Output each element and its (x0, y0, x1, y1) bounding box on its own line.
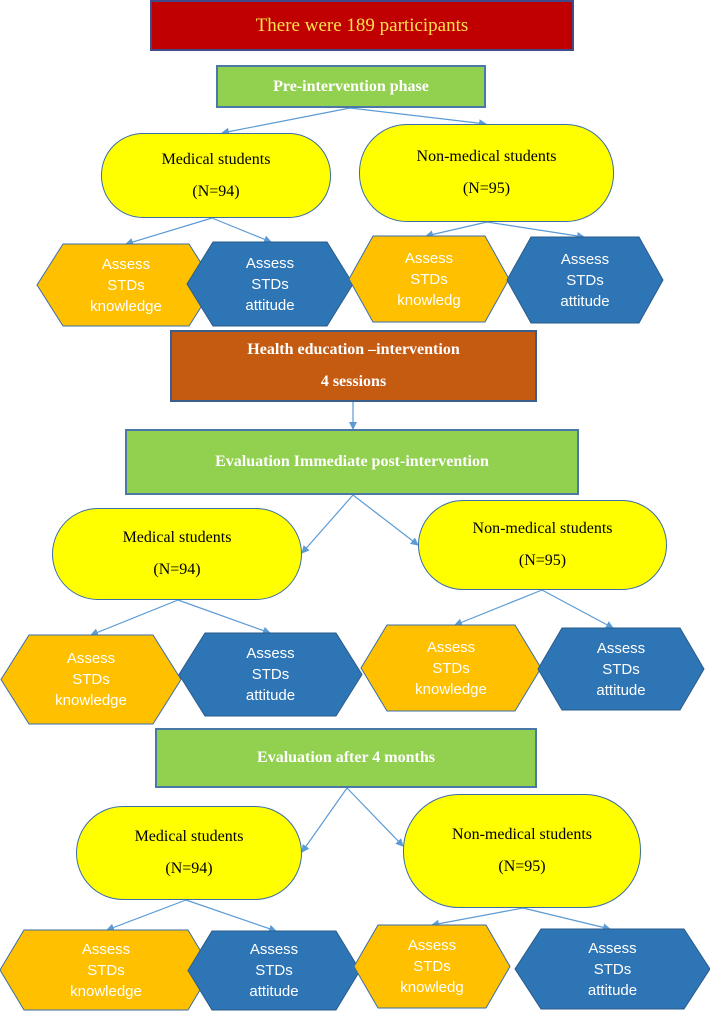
arrow-followup-to-medical (301, 787, 348, 853)
knowledge-label: knowledge (415, 680, 487, 698)
arrow-medical2-to-knowledge (90, 599, 179, 637)
assess-label: Assess (249, 941, 299, 958)
arrow-nonmedical2-to-attitude (541, 589, 614, 629)
pre-medical-students-box: Medical students (N=94) (101, 133, 331, 218)
stds-label: STDs (602, 660, 640, 678)
intervention-title: Health education –intervention (247, 341, 460, 358)
assess-label: Assess (407, 937, 457, 954)
assess-label: Assess (596, 639, 646, 657)
stds-label: STDs (251, 275, 289, 293)
post-nonmedical-knowledge-hexagon: Assess STDs knowledge (360, 624, 542, 712)
knowledge-label: knowledg (397, 291, 461, 309)
knowledge-label: knowledge (55, 692, 127, 709)
followup-phase-box: Evaluation after 4 months (155, 728, 537, 788)
attitude-label: attitude (249, 983, 299, 1000)
stds-label: STDs (413, 958, 451, 975)
assess-label: Assess (246, 645, 295, 662)
group-name: Medical students (161, 150, 271, 168)
assess-label: Assess (426, 638, 476, 656)
arrow-medical3-to-knowledge (106, 899, 187, 932)
intervention-sessions: 4 sessions (320, 373, 387, 390)
post-medical-knowledge-hexagon: Assess STDs knowledge (0, 634, 182, 725)
participants-title-box: There were 189 participants (150, 0, 574, 51)
arrow-post-to-medical (301, 494, 354, 554)
health-education-intervention-box: Health education –intervention 4 session… (170, 330, 537, 402)
followup-medical-students-box: Medical students (N=94) (76, 806, 302, 900)
followup-label: Evaluation after 4 months (257, 749, 435, 766)
pre-nonmedical-attitude-hexagon: Assess STDs attitude (506, 236, 664, 324)
arrow-followup-to-nonmedical (346, 787, 404, 847)
pre-nonmedical-knowledge-hexagon: Assess STDs knowledg (348, 235, 510, 323)
stds-label: STDs (107, 276, 145, 294)
followup-nonmedical-students-box: Non-medical students (N=95) (403, 794, 641, 908)
group-count: (N=95) (518, 552, 567, 569)
pre-intervention-label: Pre-intervention phase (273, 77, 429, 95)
stds-label: STDs (255, 962, 293, 979)
group-name: Medical students (122, 529, 232, 546)
pre-nonmedical-students-box: Non-medical students (N=95) (359, 124, 614, 222)
stds-label: STDs (251, 666, 290, 683)
assess-label: Assess (81, 940, 131, 958)
assess-label: Assess (101, 255, 151, 273)
group-name: Non-medical students (452, 826, 592, 843)
assess-label: Assess (588, 939, 637, 957)
arrow-nonmedical2-to-knowledge (454, 589, 543, 627)
attitude-label: attitude (245, 687, 296, 704)
followup-medical-knowledge-hexagon: Assess STDs knowledge (0, 929, 213, 1011)
attitude-label: attitude (560, 292, 610, 310)
arrow-nonmedical1-to-knowledge (425, 221, 488, 239)
attitude-label: attitude (245, 296, 295, 314)
arrow-nonmedical3-to-knowledge (431, 907, 524, 928)
arrow-post-to-nonmedical (352, 494, 419, 546)
stds-label: STDs (432, 659, 470, 677)
knowledge-label: knowledge (70, 982, 142, 1000)
participants-title: There were 189 participants (255, 14, 469, 36)
assess-label: Assess (66, 650, 116, 667)
post-nonmedical-attitude-hexagon: Assess STDs attitude (537, 627, 705, 711)
group-count: (N=95) (462, 180, 511, 197)
arrow-medical3-to-attitude (185, 899, 277, 933)
stds-label: STDs (410, 270, 448, 288)
followup-medical-attitude-hexagon: Assess STDs attitude (187, 930, 361, 1011)
arrow-pre-to-nonmedical (349, 107, 487, 128)
stds-label: STDs (593, 960, 632, 978)
arrow-medical1-to-attitude (211, 217, 272, 244)
followup-nonmedical-knowledge-hexagon: Assess STDs knowledg (353, 924, 511, 1009)
followup-nonmedical-attitude-hexagon: Assess STDs attitude (514, 928, 710, 1010)
pre-medical-knowledge-hexagon: Assess STDs knowledge (36, 243, 216, 327)
pre-intervention-phase-box: Pre-intervention phase (216, 65, 486, 108)
group-name: Medical students (134, 828, 244, 845)
stds-label: STDs (72, 671, 110, 688)
group-name: Non-medical students (416, 148, 557, 165)
post-medical-attitude-hexagon: Assess STDs attitude (178, 632, 363, 717)
knowledge-label: knowledge (90, 297, 162, 315)
arrow-nonmedical1-to-attitude (486, 221, 585, 240)
pre-medical-attitude-hexagon: Assess STDs attitude (186, 241, 354, 327)
arrow-pre-to-medical (221, 107, 351, 136)
group-count: (N=94) (165, 860, 213, 877)
attitude-label: attitude (596, 681, 646, 699)
group-name: Non-medical students (472, 520, 613, 537)
group-count: (N=94) (153, 561, 201, 578)
post-nonmedical-students-box: Non-medical students (N=95) (418, 500, 667, 590)
post-medical-students-box: Medical students (N=94) (52, 508, 302, 600)
arrow-nonmedical3-to-attitude (522, 907, 611, 932)
post-intervention-phase-box: Evaluation Immediate post-intervention (125, 429, 579, 495)
stds-label: STDs (87, 961, 125, 979)
stds-label: STDs (566, 271, 604, 289)
assess-label: Assess (404, 249, 454, 267)
assess-label: Assess (560, 250, 610, 268)
attitude-label: attitude (587, 981, 638, 999)
arrow-medical1-to-knowledge (125, 217, 213, 246)
arrow-medical2-to-attitude (177, 599, 271, 635)
group-count: (N=95) (498, 858, 546, 875)
knowledge-label: knowledg (400, 979, 464, 996)
post-intervention-label: Evaluation Immediate post-intervention (215, 453, 489, 470)
group-count: (N=94) (192, 182, 240, 200)
assess-label: Assess (245, 254, 295, 272)
